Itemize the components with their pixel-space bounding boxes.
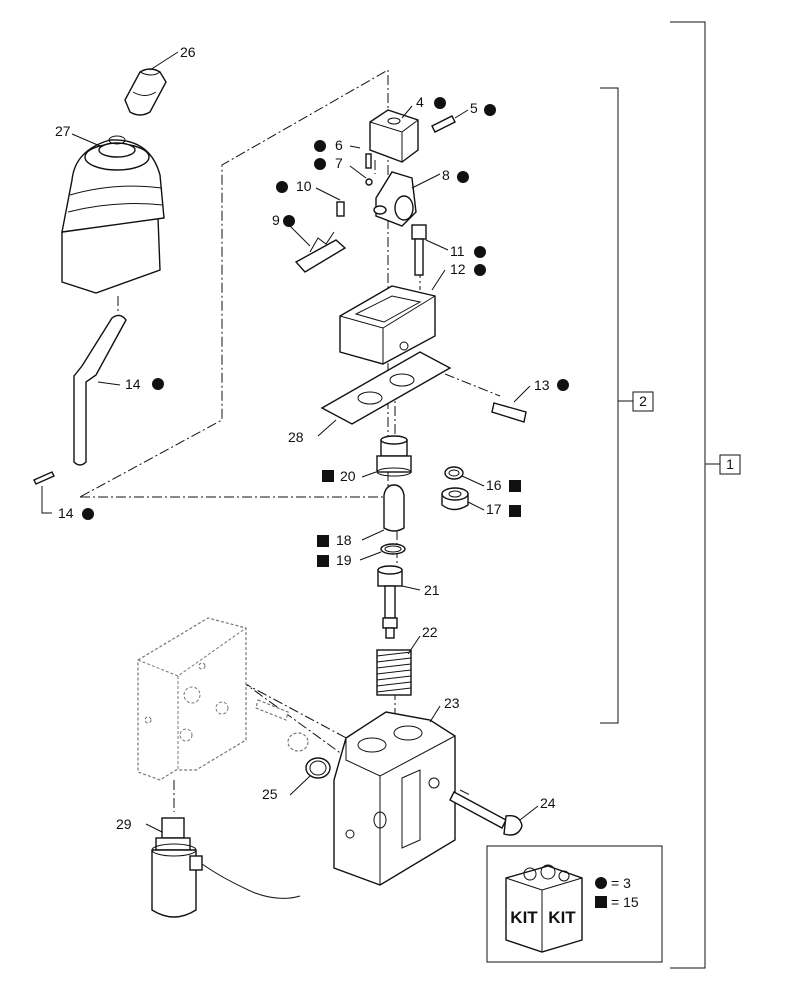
callout-4: 4 [416, 94, 424, 110]
part-9-detent-bar: 9 [272, 212, 347, 273]
part-12-housing: 12 [339, 261, 486, 365]
filled-square-icon [317, 535, 329, 547]
callout-27: 27 [55, 123, 71, 139]
part-14-pin: 14 [33, 471, 94, 521]
callout-24: 24 [540, 795, 556, 811]
part-10-screw: 10 [276, 178, 345, 217]
part-24-bolt: 24 [449, 791, 556, 836]
part-17-bushing: 17 [441, 487, 521, 517]
callout-1: 1 [726, 456, 734, 472]
part-27-lever-boot: 27 [55, 123, 165, 294]
callout-10: 10 [296, 178, 312, 194]
callout-17: 17 [486, 501, 502, 517]
filled-circle-icon [283, 215, 295, 227]
part-20-plug: 20 [322, 435, 412, 484]
part-16-seal: 16 [444, 466, 521, 493]
part-11-bolt: 11 [411, 224, 486, 276]
callout-6: 6 [335, 137, 343, 153]
filled-circle-icon [474, 264, 486, 276]
kit-label-right: KIT [548, 908, 576, 927]
filled-square-icon [322, 470, 334, 482]
callout-23: 23 [444, 695, 460, 711]
kit-legend-circle: = 3 [611, 875, 631, 891]
filled-circle-icon [276, 181, 288, 193]
part-13-pin: 13 [491, 377, 569, 423]
part-26-grip-cap: 26 [124, 44, 196, 116]
part-21-spool: 21 [377, 565, 440, 639]
kit-label-left: KIT [510, 908, 538, 927]
kit-legend: KIT KIT = 3 = 15 [486, 845, 663, 963]
filled-circle-icon [82, 508, 94, 520]
filled-circle-icon [457, 171, 469, 183]
ghost-adjacent-section [137, 617, 309, 781]
filled-circle-icon [474, 246, 486, 258]
part-7-ball: 7 [314, 155, 373, 186]
callout-13: 13 [534, 377, 550, 393]
part-22-spring: 22 [376, 624, 438, 696]
callout-28: 28 [288, 429, 304, 445]
part-18-pusher: 18 [317, 484, 405, 548]
callout-7: 7 [335, 155, 343, 171]
bracket-assembly-2: 2 [600, 87, 654, 724]
callout-19: 19 [336, 552, 352, 568]
callout-25: 25 [262, 786, 278, 802]
callout-5: 5 [470, 100, 478, 116]
callout-9: 9 [272, 212, 280, 228]
filled-circle-icon [314, 140, 326, 152]
part-5-pin: 5 [431, 100, 496, 133]
bracket-assembly-1: 1 [670, 21, 741, 969]
part-29-solenoid: 29 [116, 816, 301, 918]
filled-square-icon [509, 505, 521, 517]
part-14-lever: 14 [73, 314, 164, 466]
part-25-oring: 25 [262, 757, 331, 802]
callout-16: 16 [486, 477, 502, 493]
filled-circle-icon [484, 104, 496, 116]
kit-legend-square: = 15 [611, 894, 639, 910]
part-8-clevis: 8 [373, 167, 469, 227]
callout-21: 21 [424, 582, 440, 598]
part-19-oring: 19 [317, 543, 406, 568]
callout-14a: 14 [125, 376, 141, 392]
callout-29: 29 [116, 816, 132, 832]
callout-2: 2 [639, 393, 647, 409]
filled-circle-icon [314, 158, 326, 170]
part-28-plate: 28 [288, 351, 452, 445]
part-4-block: 4 [369, 94, 446, 163]
callout-14b: 14 [58, 505, 74, 521]
filled-square-icon [317, 555, 329, 567]
callout-22: 22 [422, 624, 438, 640]
callout-8: 8 [442, 167, 450, 183]
filled-circle-icon [595, 877, 607, 889]
callout-12: 12 [450, 261, 466, 277]
callout-20: 20 [340, 468, 356, 484]
filled-circle-icon [152, 378, 164, 390]
filled-circle-icon [434, 97, 446, 109]
callout-26: 26 [180, 44, 196, 60]
filled-circle-icon [557, 379, 569, 391]
filled-square-icon [509, 480, 521, 492]
callout-11: 11 [450, 243, 465, 259]
part-6-screw: 6 [314, 137, 372, 169]
callout-18: 18 [336, 532, 352, 548]
part-23-valve-body: 23 [333, 695, 460, 886]
filled-square-icon [595, 896, 607, 908]
